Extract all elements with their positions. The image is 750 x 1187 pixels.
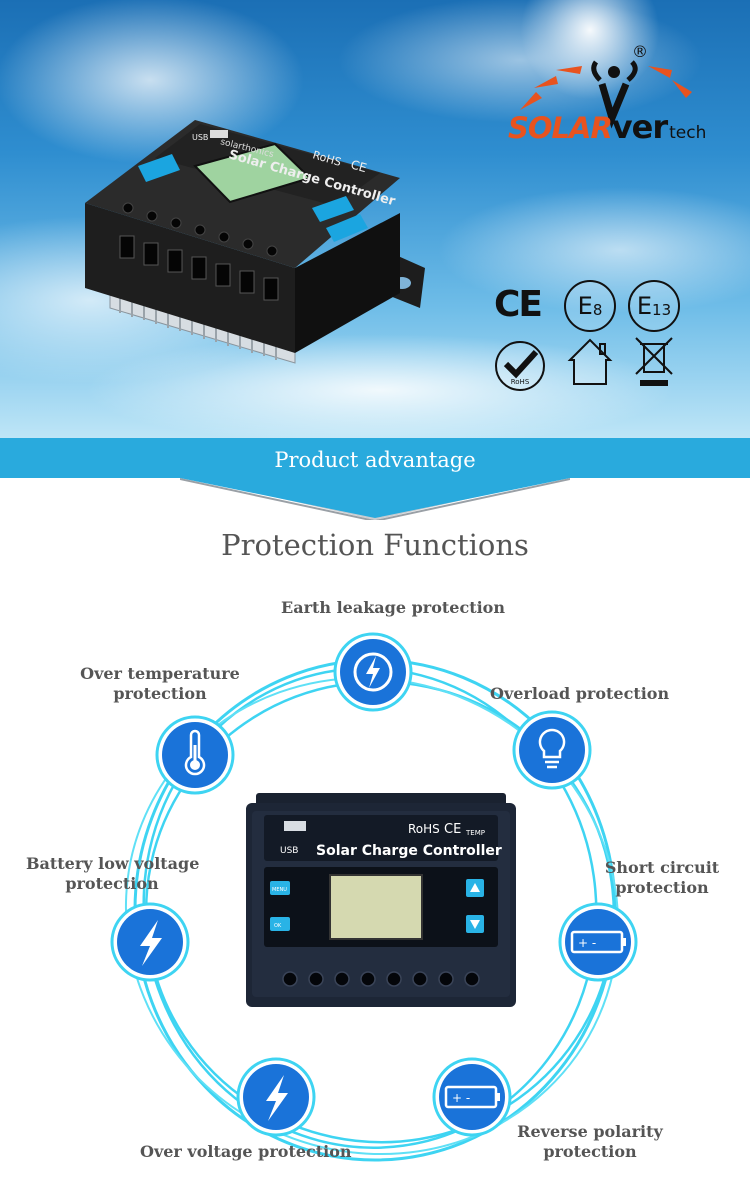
label-reverse-polarity: Reverse polarity protection xyxy=(517,1122,663,1161)
brand-solar: SOLAR xyxy=(508,111,613,145)
center-device-temp: TEMP xyxy=(465,829,485,837)
e8-number: 8 xyxy=(592,301,603,319)
label-earth-leakage: Earth leakage protection xyxy=(281,598,505,617)
solarvertech-logo-icon xyxy=(520,60,692,129)
brand-tech: tech xyxy=(669,123,707,143)
rohs-check-label: RoHS xyxy=(511,378,530,386)
center-device-menu: MENU xyxy=(272,887,287,893)
overload-node xyxy=(512,710,592,790)
center-product-image: USB RoHS CE TEMP Solar Charge Controller… xyxy=(246,793,516,1007)
center-device-title: Solar Charge Controller xyxy=(316,843,502,859)
label-over-voltage: Over voltage protection xyxy=(140,1142,352,1161)
center-device-ce: CE xyxy=(444,822,461,837)
battery-low-voltage-node xyxy=(110,902,190,982)
hero-banner: solarthonics Solar Charge Controller RoH… xyxy=(0,0,750,440)
hero-device-usb: USB xyxy=(192,133,208,142)
section-title: Protection Functions xyxy=(221,528,529,562)
thermometer-icon xyxy=(155,715,235,795)
short-circuit-node: + - xyxy=(558,902,638,982)
battery-icon: + - xyxy=(432,1057,512,1137)
label-short-circuit: Short circuit protection xyxy=(604,858,720,897)
e13-number: 13 xyxy=(652,301,672,319)
over-voltage-node xyxy=(236,1057,316,1137)
e13-letter: E xyxy=(636,292,653,320)
light-bulb-icon xyxy=(512,710,592,790)
brand-ver: ver xyxy=(611,108,668,146)
weee-crossed-bin-icon xyxy=(635,337,673,386)
center-device-usb: USB xyxy=(280,846,298,856)
center-device-rohs: RoHS xyxy=(408,822,440,836)
e8-letter: E xyxy=(577,292,593,320)
label-overload: Overload protection xyxy=(490,684,670,703)
lightning-circle-icon xyxy=(333,632,413,712)
earth-leakage-node xyxy=(333,632,413,712)
svg-text:+ -: + - xyxy=(578,936,596,950)
indoor-use-house-icon xyxy=(567,338,613,385)
lightning-bolt-icon xyxy=(110,902,190,982)
reverse-polarity-node: + - xyxy=(432,1057,512,1137)
rohs-check-icon: RoHS xyxy=(495,341,545,391)
hero-device-ce: CE xyxy=(349,157,368,175)
lightning-bolt-icon xyxy=(236,1057,316,1137)
center-device-ok: OK xyxy=(274,923,282,929)
label-battery-low-voltage: Battery low voltage protection xyxy=(26,854,200,893)
hero-product-image: solarthonics Solar Charge Controller RoH… xyxy=(85,120,425,364)
ce-mark-icon: CE xyxy=(494,284,543,325)
banner-arrow-shape xyxy=(0,440,750,520)
svg-text:+ -: + - xyxy=(452,1091,470,1105)
label-over-temperature: Over temperature protection xyxy=(80,664,240,703)
registered-mark: ® xyxy=(632,42,648,61)
battery-icon: + - xyxy=(558,902,638,982)
over-temperature-node xyxy=(155,715,235,795)
banner-label: Product advantage xyxy=(274,448,476,472)
